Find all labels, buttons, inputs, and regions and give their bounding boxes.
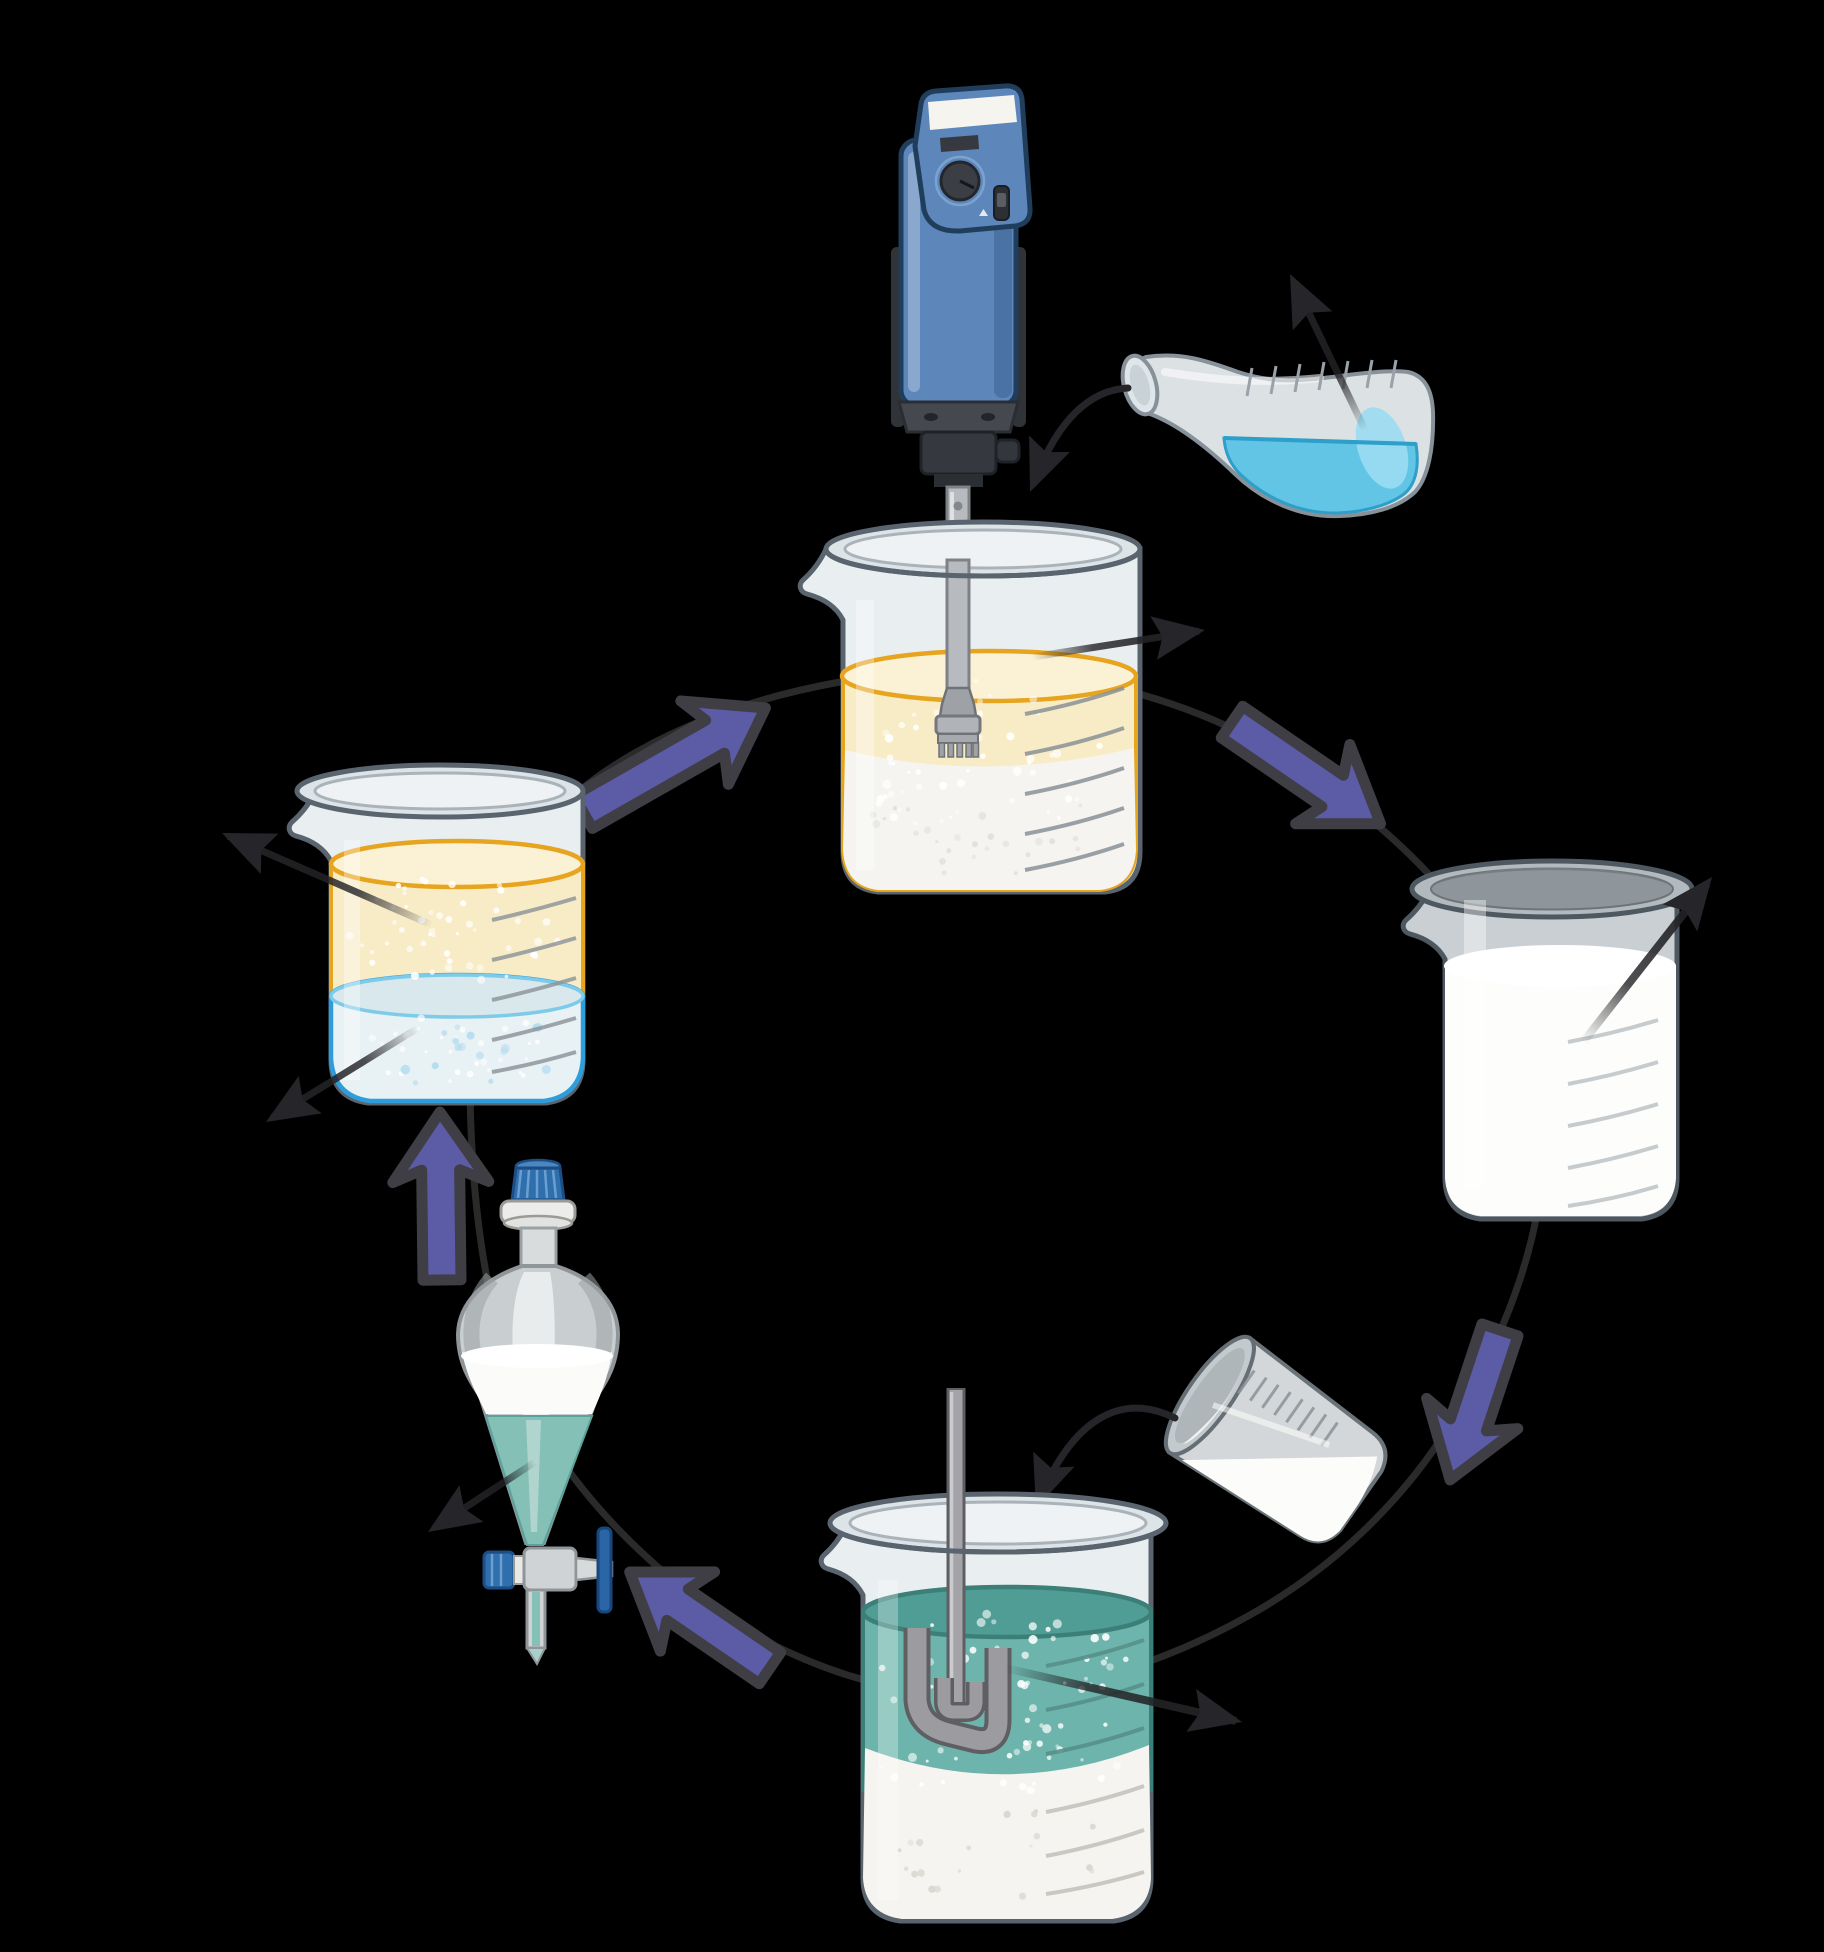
separated-beaker-wall-highlight bbox=[344, 840, 360, 1080]
flask-liquid-surface bbox=[1223, 436, 1417, 446]
milk-beaker-highlight bbox=[1464, 900, 1486, 1190]
separated-beaker-rim-inner bbox=[313, 771, 567, 811]
paddle-stirrer bbox=[827, 1388, 1169, 1755]
stirred-beaker-rim-front bbox=[827, 1522, 1169, 1555]
homogenizer-switch-inner bbox=[997, 193, 1006, 207]
stirred-beaker-graduations bbox=[1045, 1638, 1145, 1896]
shaft-taper bbox=[938, 686, 978, 718]
flask-leader-arrow bbox=[1270, 264, 1369, 432]
milk-liquid bbox=[1445, 946, 1676, 1216]
pour-arrow-cup bbox=[1015, 1404, 1179, 1516]
separatory-funnel bbox=[455, 1158, 621, 1667]
pouring-cup-graduations bbox=[1237, 1369, 1339, 1447]
separated-beaker-yellow-surface bbox=[328, 838, 586, 890]
separated-beaker-graduations bbox=[491, 896, 577, 1074]
pouring-cup-liquid bbox=[1181, 1456, 1378, 1542]
head-flange bbox=[934, 714, 982, 736]
stirred-beaker-sediment bbox=[863, 1745, 1151, 1919]
dispersing-shaft-lower bbox=[945, 558, 971, 692]
paddle-fork bbox=[937, 1678, 983, 1719]
pouring-cup bbox=[1163, 1334, 1388, 1544]
flow-arrow-top-to-right bbox=[1215, 700, 1387, 830]
stopcock-nut bbox=[482, 1550, 516, 1590]
stirred-beaker-wall-highlight bbox=[878, 1580, 898, 1900]
homogenizer-marker bbox=[979, 209, 988, 216]
funnel-white-layer bbox=[462, 1352, 612, 1414]
separated-beaker-lower-leader-arrow bbox=[254, 1025, 420, 1141]
homogenizer-collar bbox=[897, 400, 1020, 434]
paddle bbox=[907, 1628, 1008, 1751]
stirred-beaker-rim-inner bbox=[848, 1500, 1148, 1546]
funnel-outlet-tip bbox=[525, 1647, 547, 1667]
separated-beaker bbox=[286, 762, 586, 1106]
milk-surface bbox=[1444, 945, 1676, 987]
stirred-beaker-liquid-surface bbox=[860, 1584, 1154, 1640]
funnel-white-surface bbox=[461, 1344, 613, 1368]
head-comb-base bbox=[937, 733, 979, 744]
pouring-cup-shine bbox=[1212, 1402, 1331, 1448]
funnel-stopcock bbox=[482, 1526, 614, 1614]
funnel-outlet-liquid bbox=[532, 1592, 540, 1646]
mixing-beaker-rim-front bbox=[823, 548, 1143, 579]
funnel-glass-shade-right bbox=[577, 1272, 613, 1358]
milk-beaker bbox=[1400, 858, 1695, 1222]
milk-beaker-leader-arrow bbox=[1579, 863, 1730, 1045]
head-teeth bbox=[938, 742, 980, 758]
chuck-side-knob bbox=[994, 438, 1021, 464]
flow-arrow-left-to-top bbox=[568, 695, 771, 835]
mixing-beaker-graduations bbox=[1024, 686, 1125, 872]
chuck-nose bbox=[934, 474, 983, 487]
homogenizer-display bbox=[928, 95, 1017, 130]
homogenizer-knob-pointer bbox=[959, 179, 975, 190]
flask-base-glow bbox=[1355, 407, 1409, 489]
collar-hole-left bbox=[924, 413, 938, 421]
flow-arrow-bottom-to-funnel bbox=[624, 1566, 787, 1690]
homogenizer-body-highlight bbox=[908, 152, 920, 392]
mixing-beaker-wall-highlight bbox=[856, 600, 874, 870]
milk-beaker-rim-shadow bbox=[1436, 867, 1668, 885]
flow-arrow-right-to-bottom bbox=[1421, 1318, 1524, 1486]
stopper-ribs bbox=[516, 1169, 558, 1199]
homogenizer-button bbox=[940, 135, 979, 152]
collar-hole-right bbox=[981, 413, 995, 421]
funnel-leader-arrow bbox=[415, 1459, 537, 1551]
stirred-beaker-leader-arrow bbox=[1004, 1664, 1247, 1744]
funnel-teal-highlight bbox=[526, 1420, 541, 1532]
erlenmeyer-flask bbox=[1120, 353, 1436, 519]
dispersing-head bbox=[823, 548, 1143, 758]
homogenizer-knob-ring bbox=[934, 155, 986, 207]
stopcock-barrel bbox=[522, 1546, 578, 1592]
mixing-beaker-rim-inner bbox=[843, 528, 1123, 570]
milk-beaker-graduations bbox=[1567, 1018, 1659, 1208]
flask-mouth-inner bbox=[1129, 364, 1151, 406]
flow-arrow-funnel-to-left bbox=[387, 1106, 495, 1286]
funnel-neck bbox=[519, 1226, 558, 1270]
mixing-beaker-leader-arrow bbox=[1031, 608, 1209, 661]
mixing-beaker-liquid-surface bbox=[839, 648, 1139, 704]
pour-arrow-flask bbox=[1009, 384, 1132, 501]
mixing-beaker-sediment bbox=[843, 748, 1136, 890]
pouring-cup-mouth-inner bbox=[1174, 1348, 1245, 1444]
separated-beaker-blue-surface bbox=[329, 973, 585, 1019]
funnel-glass-shade-left bbox=[463, 1272, 499, 1358]
flask-highlight bbox=[1161, 368, 1324, 385]
homogenizer-chuck bbox=[919, 430, 998, 476]
stopcock-handle bbox=[596, 1526, 613, 1614]
funnel-teal-layer bbox=[484, 1415, 594, 1546]
flow-arrows bbox=[387, 695, 1524, 1690]
separated-beaker-speckles bbox=[345, 876, 561, 1086]
shaft-hole bbox=[953, 501, 963, 511]
separated-beaker-upper-leader-arrow bbox=[213, 812, 434, 929]
